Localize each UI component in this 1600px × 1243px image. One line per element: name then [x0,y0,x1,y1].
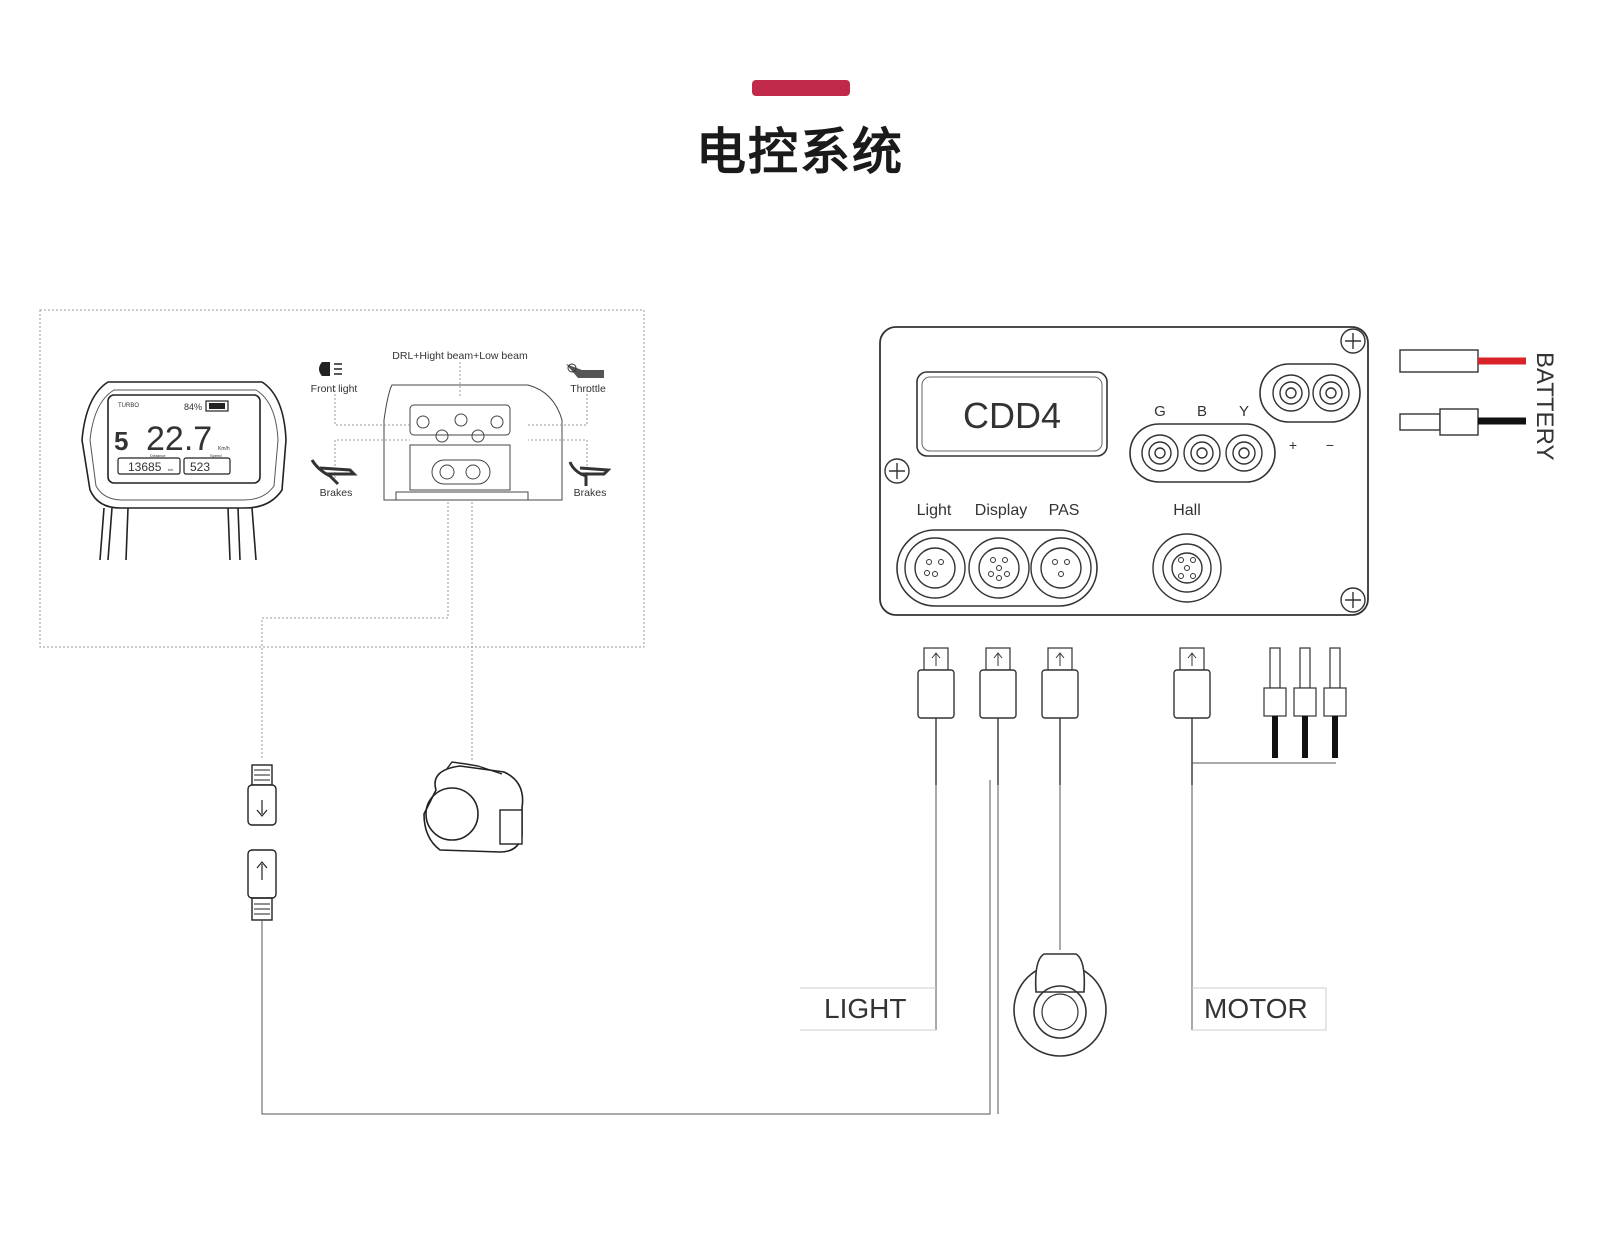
handlebar-group-box [39,309,645,648]
connector-hall[interactable] [1173,647,1211,785]
pas-sensor[interactable] [1013,953,1107,1057]
light-callout: LIGHT [824,993,906,1024]
battery-terminal-plus: + [1289,437,1297,453]
motor-phase-leads[interactable] [1192,647,1347,764]
lcd-display[interactable]: TURBO 84% 5 22.7 Km/h Distance 13685 km … [81,381,287,561]
thumb-throttle[interactable] [423,761,524,853]
display-speed2-label: Speed [210,453,222,458]
display-battery-icon [205,400,229,412]
display-distance-value: 13685 [128,460,162,474]
port-label-light: Light [917,502,952,519]
port-label-display: Display [975,502,1027,519]
page-title: 电控系统 [696,123,904,181]
controller-cdd4[interactable]: CDD4 G B Y + − Light Display PAS Hall [879,326,1369,616]
connector-pas[interactable] [1041,647,1079,785]
brake-lever-right-icon [568,461,612,486]
connector-light[interactable] [917,647,955,785]
connector-display[interactable] [979,647,1017,785]
phase-label-b: B [1197,403,1207,420]
throttle-label: Throttle [570,383,606,395]
display-cable-connector[interactable] [247,764,277,921]
switch-top-label: DRL+Hight beam+Low beam [392,350,528,362]
throttle-icon [566,363,604,378]
display-speed2-value: 523 [190,460,210,474]
battery-leads[interactable] [1399,349,1526,436]
controller-model: CDD4 [963,395,1061,436]
display-speed: 22.7 [146,420,212,458]
display-distance-label: Distance [150,453,166,458]
port-label-hall: Hall [1173,502,1201,519]
battery-label: BATTERY [1531,352,1558,460]
brakes-right-label: Brakes [574,487,607,499]
display-assist-level: 5 [114,426,128,456]
display-speed-unit: Km/h [218,446,230,452]
display-battery-percent: 84% [184,402,202,412]
port-label-pas: PAS [1049,502,1080,519]
battery-terminal-minus: − [1326,437,1334,453]
phase-label-y: Y [1239,403,1249,420]
front-light-label: Front light [311,383,358,395]
display-brand: TURBO [118,403,139,409]
display-distance-unit: km [168,467,174,472]
motor-callout: MOTOR [1204,993,1308,1024]
brakes-left-label: Brakes [320,487,353,499]
phase-label-g: G [1154,403,1166,420]
headlight-icon [319,362,342,376]
brake-lever-left-icon [310,459,358,486]
title-accent-bar [752,80,850,96]
handlebar-switch[interactable] [383,384,563,501]
